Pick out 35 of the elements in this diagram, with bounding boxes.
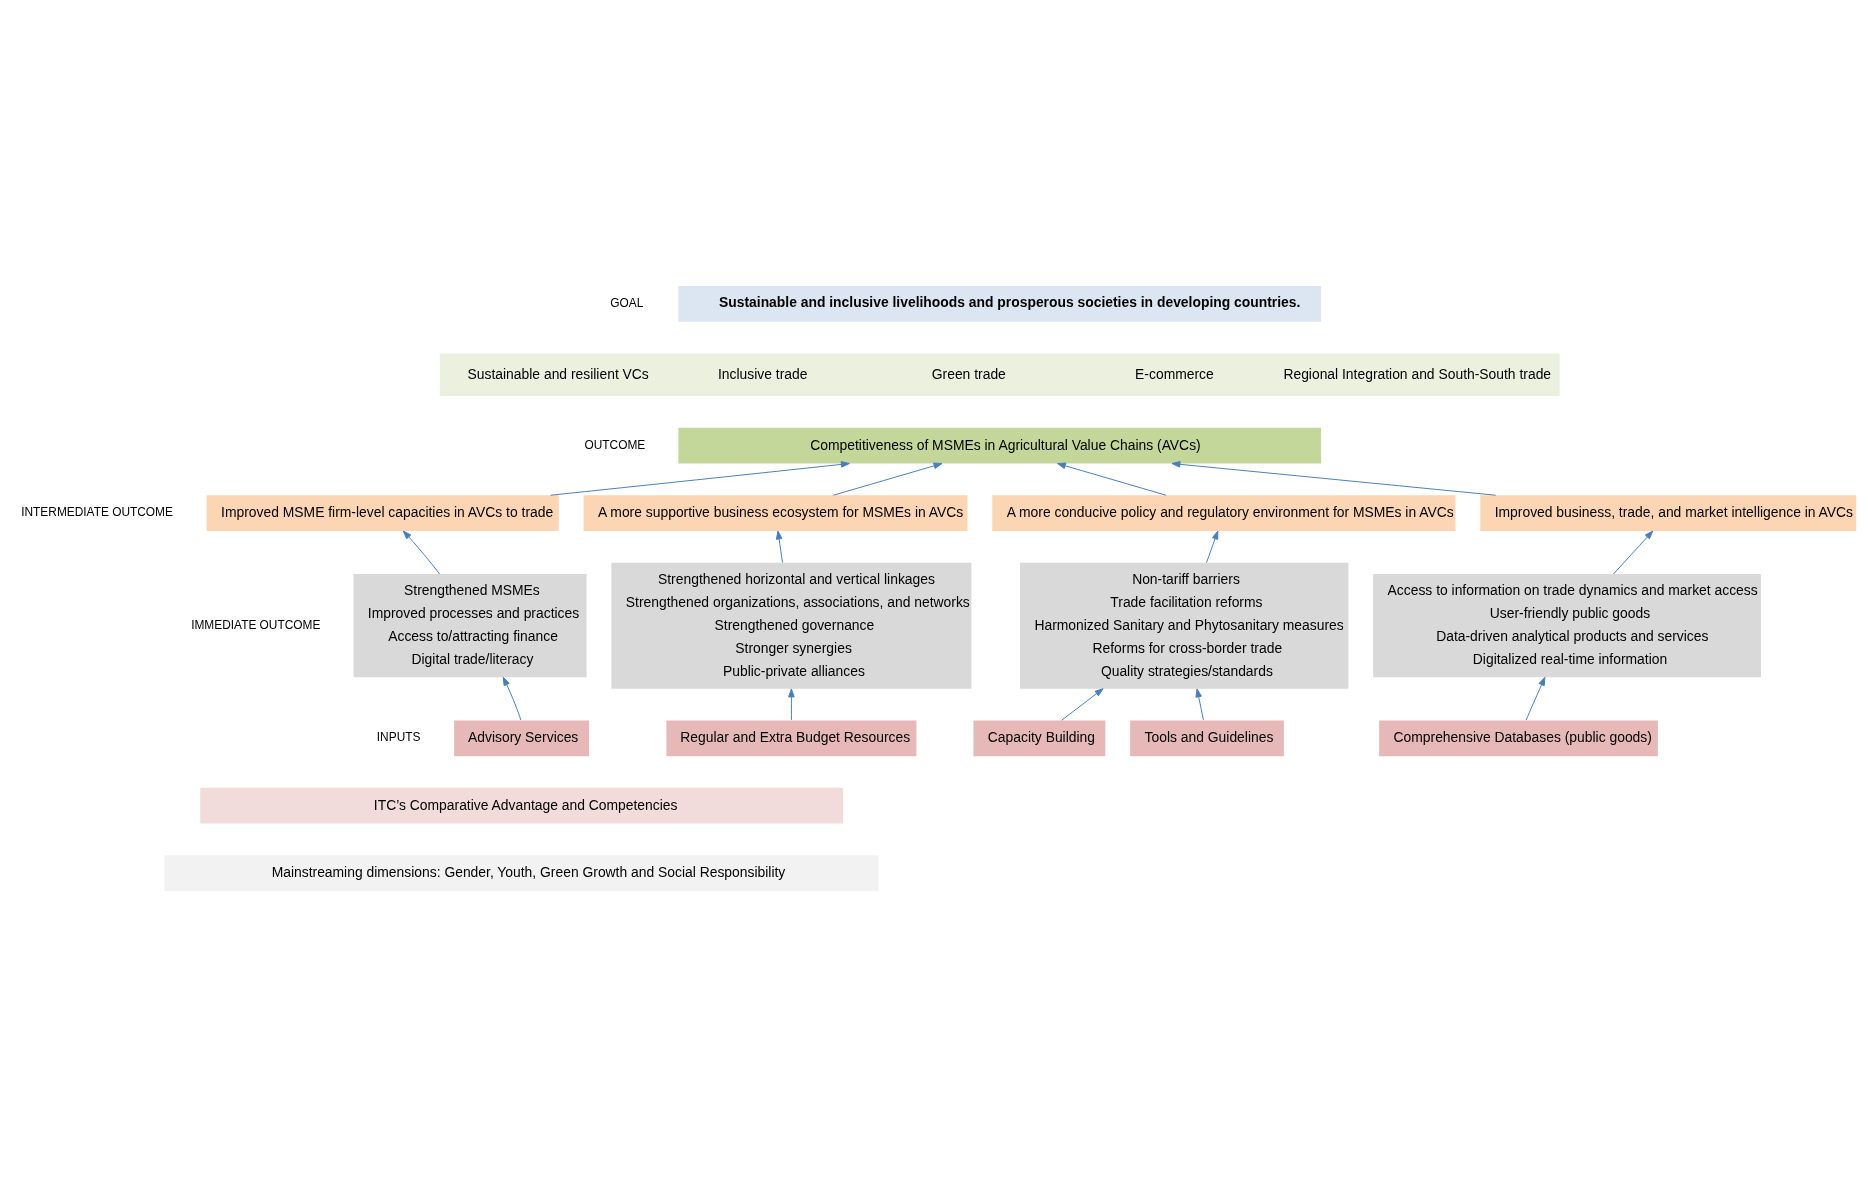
node-box: Sustainable and resilient VCs Inclusive trade Green trade E-commerce Regional Integration and South-South trade xyxy=(439,353,1560,397)
arrow xyxy=(833,462,943,496)
arrow xyxy=(788,688,795,721)
arrow xyxy=(502,676,522,721)
arrow xyxy=(1057,462,1167,496)
node-box: Access to information on trade dynamics and market access User-friendly public goods Data-driven analytical products and services Digitalized real-time information xyxy=(1373,574,1761,678)
node-box: Comprehensive Databases (public goods) xyxy=(1379,720,1658,757)
arrow xyxy=(550,461,850,496)
node-box: Sustainable and inclusive livelihoods and prosperous societies in developing countries. xyxy=(678,285,1322,322)
arrow xyxy=(1195,688,1204,721)
node-box: ITC’s Comparative Advantage and Competencies xyxy=(200,787,843,824)
arrow xyxy=(1613,530,1654,575)
node-box: A more conducive policy and regulatory environment for MSMEs in AVCs xyxy=(992,495,1456,531)
arrow xyxy=(1525,676,1546,721)
node-box: Improved MSME firm-level capacities in AVCs to trade xyxy=(206,495,559,531)
node-box: Strengthened MSMEs Improved processes and practices Access to/attracting finance Digital trade/literacy xyxy=(353,574,587,678)
node-box: Capacity Building xyxy=(973,720,1106,757)
node-box: Competitiveness of MSMEs in Agricultural Value Chains (AVCs) xyxy=(678,427,1322,464)
arrow xyxy=(775,530,783,564)
label: IMMEDIATE OUTCOME xyxy=(191,617,321,632)
node-box: Improved business, trade, and market intelligence in AVCs xyxy=(1480,495,1857,531)
label: GOAL xyxy=(610,295,644,310)
arrow xyxy=(1206,530,1219,564)
node-box: Strengthened horizontal and vertical linkages Strengthened organizations, associations, and networks Strengthened governance Stronger synergies Public-private alliances xyxy=(611,562,972,689)
node-box: Non-tariff barriers Trade facilitation reforms Harmonized Sanitary and Phytosanitary measures Reforms for cross-border trade Quality strategies/standards xyxy=(1020,562,1349,689)
arrow xyxy=(402,530,441,575)
label: INTERMEDIATE OUTCOME xyxy=(21,505,173,520)
node-box: Regular and Extra Budget Resources xyxy=(666,720,917,757)
label: OUTCOME xyxy=(584,437,646,452)
node-box: Tools and Guidelines xyxy=(1130,720,1284,757)
node-box: A more supportive business ecosystem for MSMEs in AVCs xyxy=(583,495,968,531)
arrow xyxy=(1061,688,1104,721)
node-box: Advisory Services xyxy=(454,720,590,757)
arrow xyxy=(1171,461,1497,496)
label: INPUTS xyxy=(376,730,421,745)
